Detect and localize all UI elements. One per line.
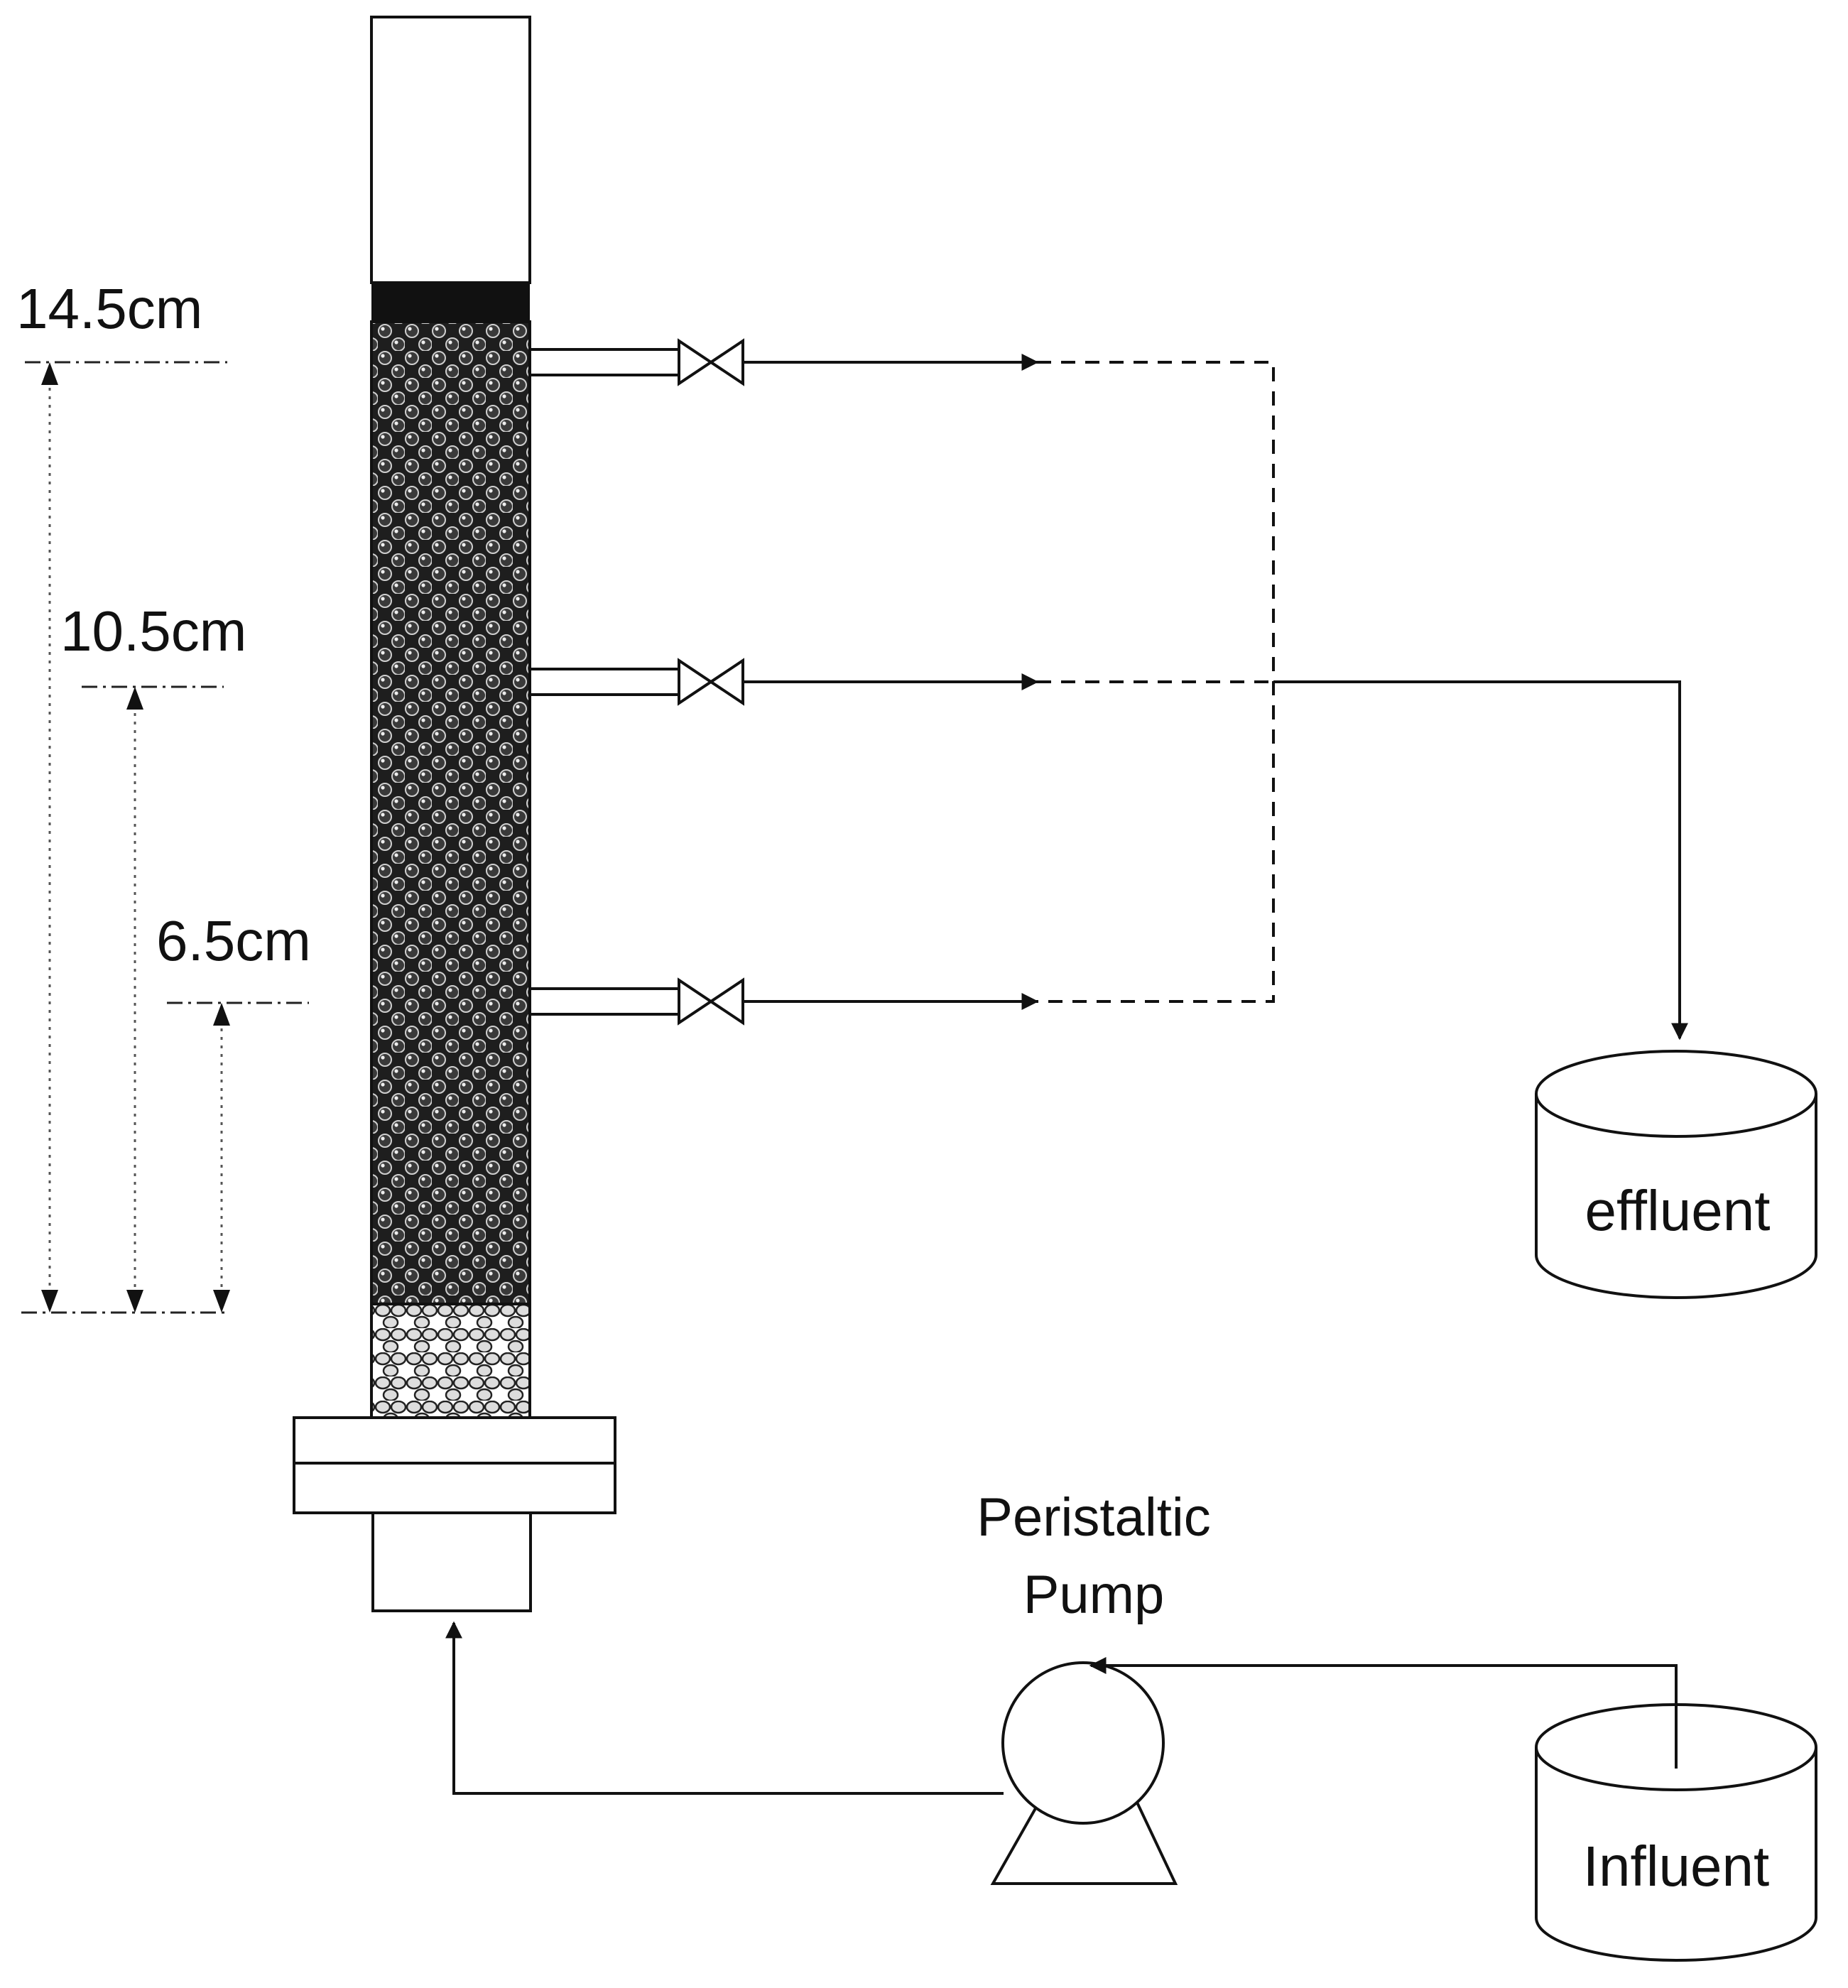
column-flange-upper — [293, 1416, 616, 1465]
effluent-manifold — [1037, 361, 1688, 1041]
valve-icon — [678, 658, 744, 706]
height-label-mid: 10.5cm — [60, 599, 246, 663]
peristaltic-pump: Peristaltic Pump — [977, 1487, 1211, 1885]
cylinder-tank-icon — [1535, 1094, 1817, 1299]
arrowhead-down-icon — [126, 1290, 143, 1313]
height-dimensions: 14.5cm 10.5cm 6.5cm — [16, 277, 311, 1314]
column-packed-media — [370, 320, 531, 1305]
arrowhead-up-icon — [213, 1003, 230, 1026]
port-stub-pipe — [528, 987, 680, 1016]
sampling-ports — [528, 338, 1039, 1026]
pump-label-line2: Pump — [1023, 1565, 1165, 1625]
port-stub-pipe — [528, 348, 680, 376]
influent-pipe — [1089, 1657, 1678, 1769]
arrowhead-down-icon — [41, 1290, 58, 1313]
height-label-top: 14.5cm — [16, 277, 202, 340]
sampling-port-top — [528, 338, 1039, 386]
column-flange-lower — [293, 1462, 616, 1514]
arrowhead-up-icon — [41, 362, 58, 385]
effluent-tank: effluent — [1535, 1050, 1817, 1299]
sampling-port-bottom — [528, 977, 1039, 1026]
peristaltic-pump-icon — [1001, 1661, 1165, 1825]
influent-label: Influent — [1583, 1835, 1769, 1898]
manifold-dashed-line — [1037, 361, 1275, 1003]
column — [293, 16, 616, 1612]
effluent-pipe — [1273, 680, 1688, 1041]
height-label-low: 6.5cm — [156, 909, 311, 972]
column-top-seal — [371, 283, 530, 322]
valve-icon — [678, 977, 744, 1026]
effluent-label: effluent — [1585, 1179, 1771, 1242]
cylinder-tank-icon — [1535, 1747, 1817, 1962]
valve-icon — [678, 338, 744, 386]
port-stub-pipe — [528, 668, 680, 696]
effluent-tank-top — [1535, 1050, 1817, 1138]
arrowhead-up-icon — [126, 687, 143, 710]
column-support-gravel — [370, 1303, 531, 1419]
column-inlet-base — [371, 1511, 532, 1612]
arrowhead-down-icon — [213, 1290, 230, 1313]
pump-label-line1: Peristaltic — [977, 1487, 1210, 1548]
sampling-port-middle — [528, 658, 1039, 706]
influent-flow — [445, 1621, 1678, 1795]
column-headspace — [370, 16, 531, 284]
pump-to-column-pipe — [445, 1621, 1004, 1795]
